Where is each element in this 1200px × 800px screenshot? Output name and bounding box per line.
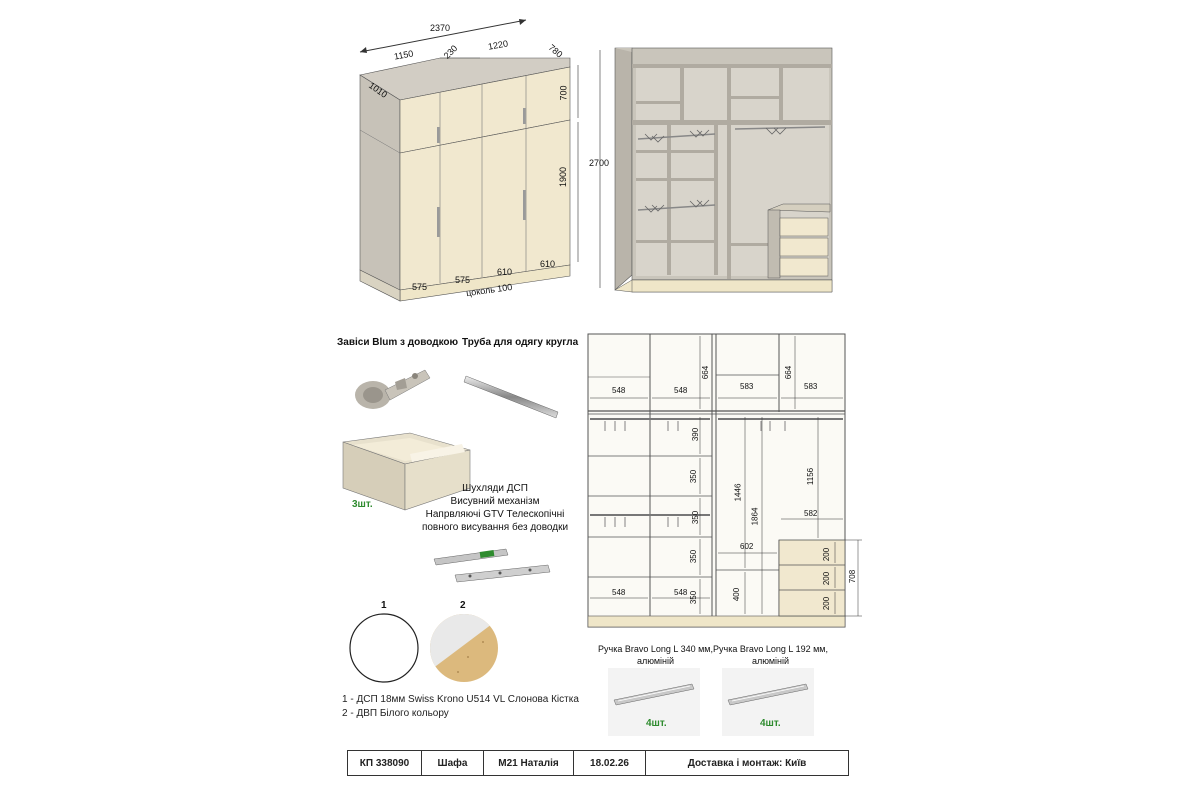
- drawer-desc-line-3: Напрвляючі GTV Телескопічні: [425, 509, 565, 520]
- swatch-1-number: 1: [381, 600, 387, 611]
- plan-dim-583a: 583: [740, 382, 754, 391]
- plan-dim-390: 390: [691, 427, 701, 442]
- plan-dim-1446: 1446: [733, 483, 743, 502]
- drawer-desc-line-4: повного висування без доводки: [421, 522, 569, 533]
- plan-dim-582: 582: [804, 509, 818, 518]
- plan-dim-350d: 350: [689, 590, 699, 605]
- front-plan-drawing: [587, 333, 862, 628]
- handle-1-count: 4шт.: [646, 718, 667, 729]
- dim-door-4: 610: [540, 259, 556, 269]
- hinges-title: Завіси Blum з доводкою: [337, 337, 459, 348]
- plan-dim-350c: 350: [689, 549, 699, 564]
- wardrobe-interior-view: [599, 47, 833, 293]
- handle-1-caption: Ручка Bravo Long L 340 мм, алюміній: [598, 643, 713, 667]
- swatch-1: [349, 613, 419, 683]
- plan-dim-548a: 548: [612, 386, 626, 395]
- handle-2-image: [727, 683, 809, 706]
- dim-upper-height: 700: [558, 85, 569, 101]
- drawer-count: 3шт.: [352, 499, 373, 510]
- order-info-table: КП 338090 Шафа М21 Наталія 18.02.26 Дост…: [347, 750, 849, 776]
- plan-dim-200b: 200: [822, 571, 832, 586]
- dim-lower-height: 1900: [558, 166, 569, 188]
- order-item: Шафа: [422, 751, 484, 775]
- plan-dim-200a: 200: [822, 547, 832, 562]
- dim-door-1: 575: [412, 282, 428, 292]
- rail-image: [463, 375, 559, 419]
- order-date: 18.02.26: [574, 751, 646, 775]
- handle-1-line-1: Ручка Bravo Long L 340 мм,: [598, 644, 713, 654]
- plan-dim-708: 708: [848, 569, 858, 584]
- plan-dim-350a: 350: [689, 469, 699, 484]
- plan-dim-350b: 350: [691, 510, 701, 525]
- dim-door-2: 575: [455, 275, 471, 285]
- dim-total-width: 2370: [430, 23, 451, 33]
- plan-dim-1156: 1156: [806, 467, 816, 486]
- handle-1-line-2: алюміній: [636, 656, 675, 666]
- handle-2-card: 4шт.: [722, 668, 814, 736]
- swatch-2: [430, 614, 498, 682]
- wardrobe-exterior-view: [359, 19, 579, 302]
- plan-dim-400: 400: [732, 587, 742, 602]
- handle-2-line-2: алюміній: [751, 656, 790, 666]
- slides-image: [433, 548, 551, 583]
- plan-dim-602: 602: [740, 542, 754, 551]
- drawer-desc-line-1: Шухляди ДСП: [462, 483, 528, 494]
- handle-1-card: 4шт.: [608, 668, 700, 736]
- plan-dim-583b: 583: [804, 382, 818, 391]
- plan-dim-664a: 664: [701, 365, 711, 380]
- legend-item-2: 2 - ДВП Білого кольору: [342, 708, 449, 719]
- hinge-image: [355, 369, 431, 409]
- material-legend: 1 - ДСП 18мм Swiss Krono U514 VL Слонова…: [342, 693, 579, 721]
- handle-1-image: [613, 683, 695, 706]
- legend-item-1: 1 - ДСП 18мм Swiss Krono U514 VL Слонова…: [342, 694, 579, 705]
- plan-dim-1864: 1864: [750, 507, 760, 526]
- dim-door-3: 610: [497, 267, 513, 277]
- order-code: КП 338090: [348, 751, 422, 775]
- handle-2-caption: Ручка Bravo Long L 192 мм, алюміній: [713, 643, 828, 667]
- plan-dim-664b: 664: [784, 365, 794, 380]
- handle-2-count: 4шт.: [760, 718, 781, 729]
- rail-title: Труба для одягу кругла: [462, 337, 579, 348]
- drawer-desc-line-2: Висувний механізм: [450, 496, 540, 507]
- plan-dim-548b: 548: [674, 386, 688, 395]
- swatch-2-number: 2: [460, 600, 466, 611]
- dim-total-height: 2700: [589, 158, 610, 168]
- order-delivery: Доставка і монтаж: Київ: [687, 757, 807, 769]
- order-manager: М21 Наталія: [484, 751, 574, 775]
- drawer-image: [342, 432, 471, 511]
- plan-dim-548c: 548: [612, 588, 626, 597]
- drawer-description: Шухляди ДСП Висувний механізм Напрвляючі…: [410, 482, 580, 534]
- plan-dim-200c: 200: [822, 596, 832, 611]
- plan-dim-548d: 548: [674, 588, 688, 597]
- handle-2-line-1: Ручка Bravo Long L 192 мм,: [713, 644, 828, 654]
